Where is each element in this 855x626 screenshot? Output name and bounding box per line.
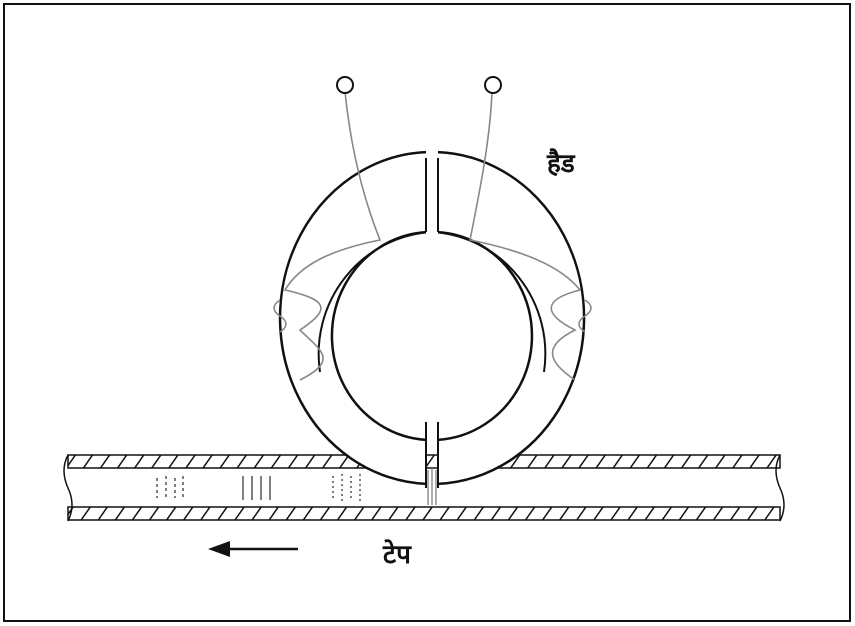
recorded-marks bbox=[156, 474, 361, 502]
recording-head bbox=[278, 150, 586, 505]
left-arrow-icon bbox=[208, 541, 298, 557]
diagram-frame bbox=[3, 3, 851, 622]
tape-label: टेप bbox=[382, 539, 412, 570]
head-label: हैड bbox=[546, 148, 576, 179]
right-terminal bbox=[484, 76, 502, 94]
coil-winding bbox=[273, 91, 592, 381]
tape-bottom-edge bbox=[67, 506, 781, 521]
left-terminal bbox=[336, 76, 354, 94]
